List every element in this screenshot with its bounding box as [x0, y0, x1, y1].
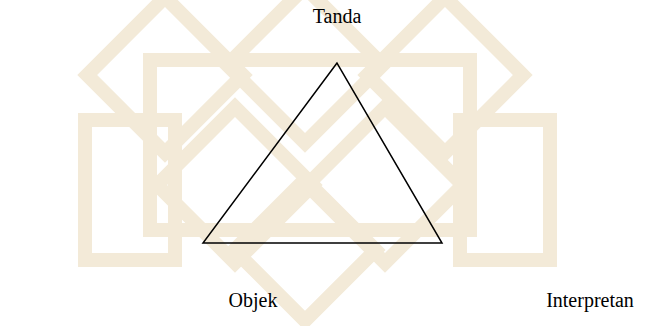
watermark-pattern — [85, 0, 550, 321]
vertex-label: Objek — [229, 288, 278, 312]
semiotic-triangle — [203, 63, 442, 243]
vertex-label: Tanda — [313, 4, 362, 28]
vertex-label: Interpretan — [546, 288, 634, 312]
